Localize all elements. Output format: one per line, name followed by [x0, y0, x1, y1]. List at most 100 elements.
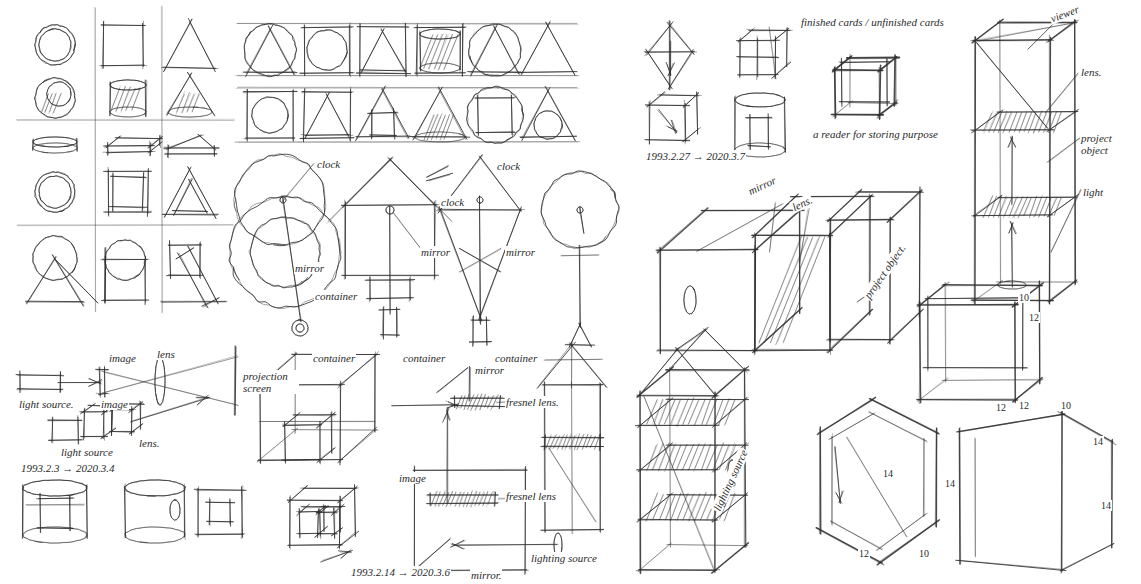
pencil-stroke: [534, 111, 562, 140]
pencil-stroke: [99, 367, 100, 398]
pencil-stroke: [168, 145, 169, 158]
pencil-stroke: [670, 493, 681, 521]
pencil-stroke: [654, 399, 663, 425]
pencil-stroke: [579, 245, 580, 327]
pencil-stroke: [102, 21, 104, 69]
pencil-stroke: [657, 94, 701, 95]
pencil-stroke: [735, 93, 786, 107]
pencil-stroke: [179, 253, 206, 307]
pencil-stroke: [1051, 190, 1080, 253]
pencil-stroke: [839, 491, 843, 502]
pencil-stroke: [454, 396, 455, 408]
pencil-stroke: [919, 301, 920, 402]
pencil-stroke: [834, 67, 836, 119]
pencil-stroke: [738, 28, 755, 43]
pencil-stroke: [319, 422, 320, 463]
pencil-stroke: [339, 497, 340, 548]
pencil-stroke: [104, 299, 147, 300]
pencil-stroke: [388, 158, 452, 222]
pencil-stroke: [683, 398, 694, 426]
pencil-stroke: [638, 398, 673, 428]
pencil-stroke: [164, 167, 191, 218]
pencil-stroke: [472, 316, 474, 346]
pencil-stroke: [831, 522, 883, 549]
pencil-stroke: [1012, 223, 1013, 288]
pencil-stroke: [107, 143, 108, 156]
pencil-stroke: [976, 23, 1074, 40]
pencil-stroke: [52, 418, 53, 443]
sketch-note: mirror.: [470, 569, 502, 581]
pencil-stroke: [498, 498, 504, 499]
pencil-stroke: [521, 71, 574, 73]
pencil-stroke: [713, 443, 724, 470]
pencil-stroke: [22, 485, 23, 539]
pencil-stroke: [340, 551, 351, 553]
pencil-stroke: [282, 164, 314, 202]
pencil-stroke: [574, 434, 579, 450]
pencil-stroke: [678, 494, 688, 520]
pencil-stroke: [668, 399, 749, 400]
pencil-stroke: [474, 97, 516, 99]
pencil-stroke: [800, 210, 808, 263]
pencil-stroke: [443, 408, 449, 422]
pencil-stroke: [542, 384, 603, 385]
pencil-stroke: [110, 176, 146, 178]
pencil-stroke: [475, 492, 480, 505]
pencil-stroke: [541, 529, 604, 531]
pencil-stroke: [520, 136, 576, 137]
pencil-stroke: [52, 417, 53, 443]
pencil-stroke: [268, 25, 295, 75]
pencil-stroke: [971, 299, 1053, 301]
dimension-number: 12: [858, 548, 870, 559]
pencil-stroke: [105, 171, 152, 172]
pencil-stroke: [491, 395, 499, 410]
pencil-stroke: [160, 301, 227, 302]
pencil-stroke: [101, 427, 115, 438]
pencil-stroke: [166, 74, 191, 115]
pencil-stroke: [33, 139, 34, 151]
pencil-stroke: [283, 459, 322, 460]
pencil-stroke: [835, 447, 840, 504]
pencil-stroke: [300, 137, 353, 139]
pencil-stroke: [375, 352, 376, 432]
pencil-stroke: [646, 49, 673, 89]
pencil-stroke: [658, 443, 669, 471]
pencil-stroke: [405, 23, 406, 76]
pencil-stroke: [331, 504, 344, 515]
pencil-stroke: [23, 527, 87, 543]
pencil-stroke: [799, 209, 809, 263]
pencil-stroke: [826, 339, 894, 341]
pencil-stroke: [338, 428, 377, 463]
pencil-stroke: [784, 97, 785, 152]
pencil-stroke: [420, 29, 461, 39]
pencil-stroke: [485, 397, 488, 407]
pencil-stroke: [712, 542, 749, 573]
pencil-stroke: [669, 63, 673, 75]
pencil-stroke: [438, 155, 482, 213]
pencil-stroke: [297, 504, 310, 515]
pencil-stroke: [637, 395, 719, 397]
pencil-stroke: [331, 528, 342, 536]
pencil-stroke: [660, 248, 661, 354]
pencil-stroke: [1061, 411, 1063, 573]
pencil-stroke: [392, 405, 458, 406]
pencil-stroke: [483, 492, 488, 505]
pencil-stroke: [695, 399, 705, 424]
pencil-stroke: [889, 217, 890, 344]
sketch-note: viewer: [1048, 3, 1082, 25]
pencil-stroke: [32, 140, 33, 150]
pencil-stroke: [848, 102, 897, 104]
pencil-stroke: [69, 496, 70, 531]
pencil-stroke: [447, 408, 448, 503]
sketch-note: clock: [496, 160, 521, 172]
pencil-stroke: [414, 470, 527, 471]
pencil-stroke: [415, 89, 442, 139]
pencil-stroke: [439, 491, 445, 507]
pencil-stroke: [189, 179, 208, 214]
pencil-stroke: [702, 400, 711, 424]
pencil-stroke: [462, 24, 463, 76]
pencil-stroke: [142, 21, 144, 69]
pencil-stroke: [17, 224, 233, 225]
sketch-note: lighting source: [711, 447, 751, 514]
pencil-stroke: [917, 378, 948, 401]
